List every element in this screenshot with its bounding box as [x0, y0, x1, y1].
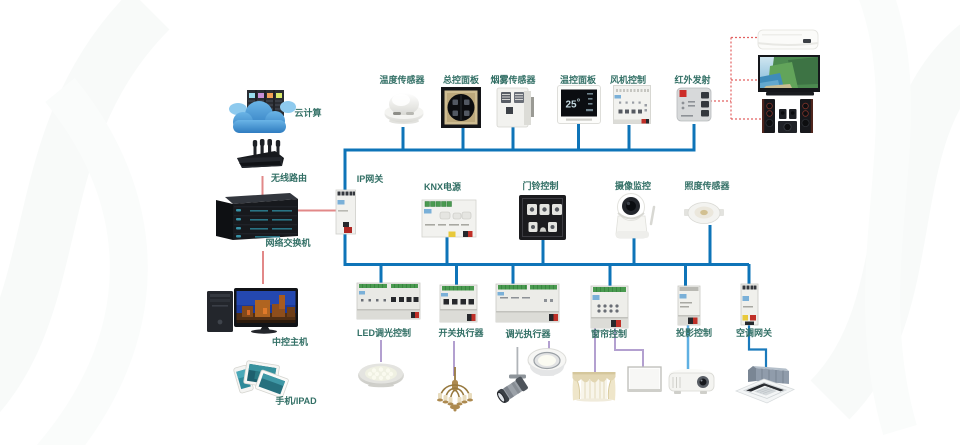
svg-text:摄像监控: 摄像监控 [615, 180, 651, 191]
svg-text:窗帘控制: 窗帘控制 [591, 328, 627, 339]
svg-text:温控面板: 温控面板 [560, 74, 597, 85]
svg-text:开关执行器: 开关执行器 [438, 327, 484, 338]
svg-text:烟雾传感器: 烟雾传感器 [490, 74, 536, 85]
svg-text:25: 25 [565, 100, 577, 111]
svg-text:空调网关: 空调网关 [736, 327, 772, 338]
svg-text:无线路由: 无线路由 [270, 172, 307, 183]
svg-text:照度传感器: 照度传感器 [684, 180, 730, 191]
svg-text:总控面板: 总控面板 [443, 74, 480, 85]
svg-text:IP网关: IP网关 [357, 173, 384, 184]
svg-text:KNX电源: KNX电源 [424, 181, 461, 192]
svg-text:门铃控制: 门铃控制 [522, 180, 558, 191]
svg-text:云计算: 云计算 [294, 107, 321, 118]
svg-text:中控主机: 中控主机 [272, 336, 308, 347]
svg-text:风机控制: 风机控制 [610, 74, 646, 85]
svg-text:红外发射: 红外发射 [674, 74, 710, 85]
svg-text:网络交换机: 网络交换机 [265, 237, 310, 248]
svg-text:手机/IPAD: 手机/IPAD [275, 395, 317, 406]
svg-text:LED调光控制: LED调光控制 [357, 327, 411, 338]
svg-text:调光执行器: 调光执行器 [505, 328, 551, 339]
svg-text:投影控制: 投影控制 [676, 327, 712, 338]
svg-text:温度传感器: 温度传感器 [379, 74, 425, 85]
